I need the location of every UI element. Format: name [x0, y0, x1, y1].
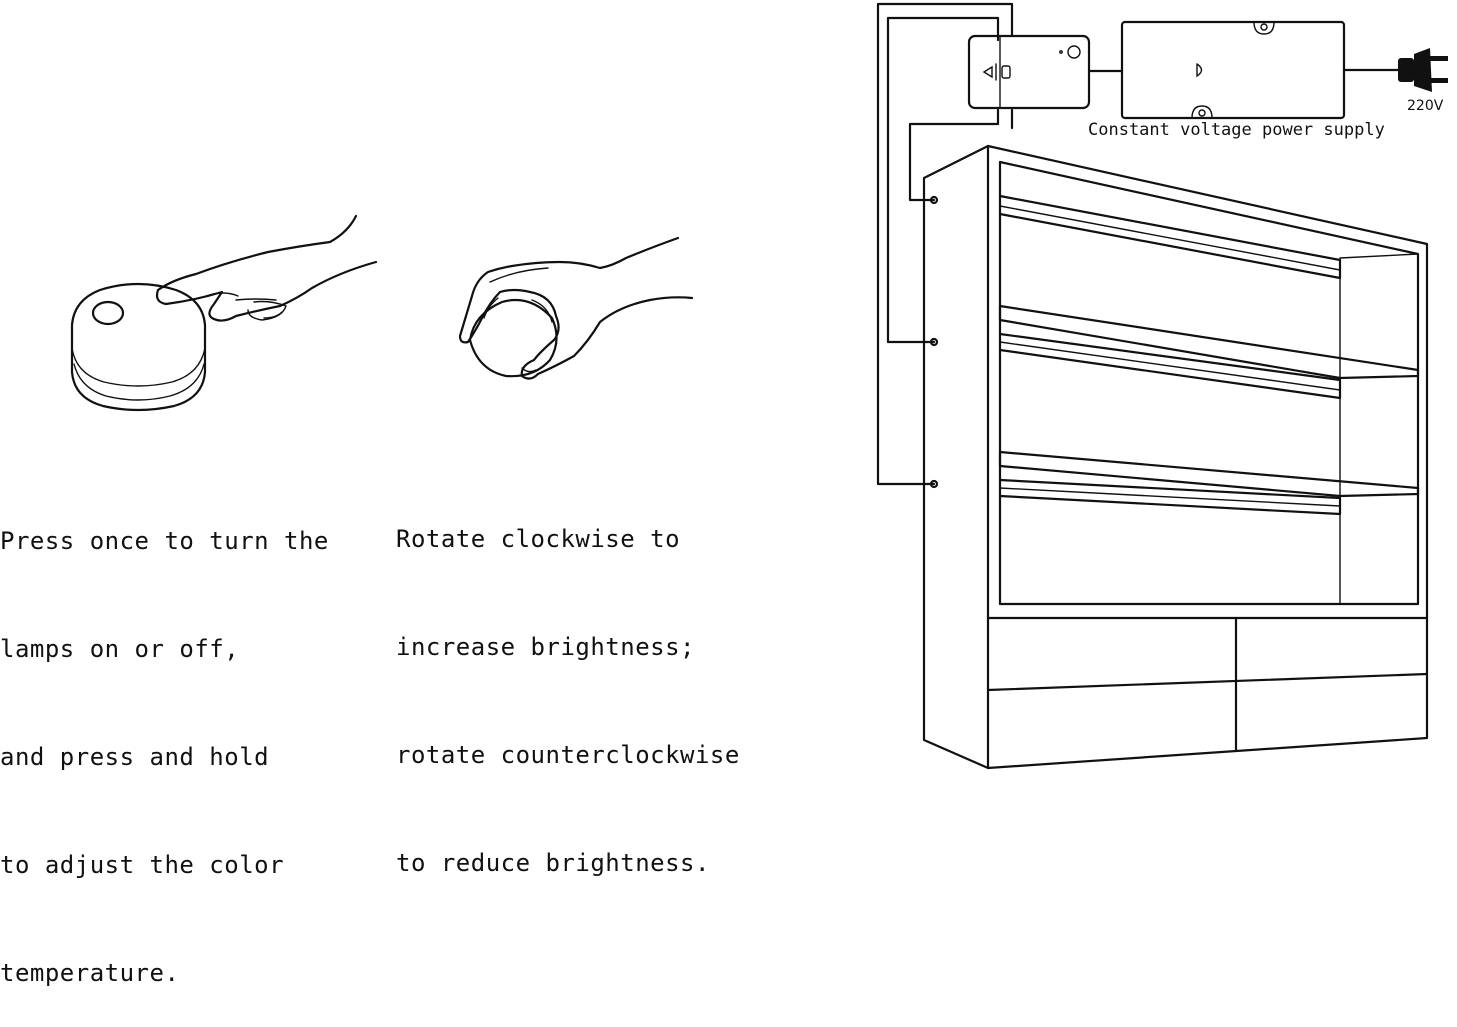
rotating-hand: [458, 236, 694, 380]
shelf-lower: [998, 450, 1420, 516]
press-line-2: lamps on or off,: [0, 635, 240, 663]
press-line-3: and press and hold: [0, 743, 270, 771]
wire-entry-top: [929, 195, 939, 205]
press-line-4: to adjust the color: [0, 851, 285, 879]
controller-box: [967, 34, 1091, 110]
receiver-button-icon: [1067, 45, 1081, 59]
press-line-1: Press once to turn the: [0, 527, 329, 555]
rotate-line-2: increase brightness;: [396, 633, 695, 661]
round-dimmer-switch: [70, 282, 207, 412]
arrow-left-icon: [982, 65, 993, 79]
rotate-line-3: rotate counterclockwise: [396, 741, 740, 769]
rotate-line-4: to reduce brightness.: [396, 849, 710, 877]
press-instruction-text: Press once to turn the lamps on or off, …: [0, 451, 329, 1027]
power-plug-icon: [1398, 48, 1448, 92]
wire-entry-middle: [929, 337, 939, 347]
power-supply-unit: [1120, 20, 1346, 120]
round-dimmer-side: [468, 298, 558, 378]
installation-diagram: [70, 2, 1448, 770]
rotate-dimmer-illustration: [458, 236, 694, 380]
power-supply-label: Constant voltage power supply: [1088, 120, 1385, 140]
rotate-line-1: Rotate clockwise to: [396, 525, 681, 553]
press-line-5: temperature.: [0, 959, 180, 987]
shelf-upper: [998, 304, 1420, 400]
wire-entry-bottom: [929, 479, 939, 489]
wiring-outer-loop: [876, 2, 1014, 489]
display-cabinet: [922, 144, 1429, 770]
drawer-section: [986, 616, 1429, 752]
rotate-instruction-text: Rotate clockwise to increase brightness;…: [396, 449, 740, 917]
pressing-hand: [155, 214, 378, 322]
press-dimmer-illustration: [70, 214, 378, 412]
play-icon: [1196, 63, 1203, 78]
voltage-label: 220V: [1407, 98, 1444, 114]
